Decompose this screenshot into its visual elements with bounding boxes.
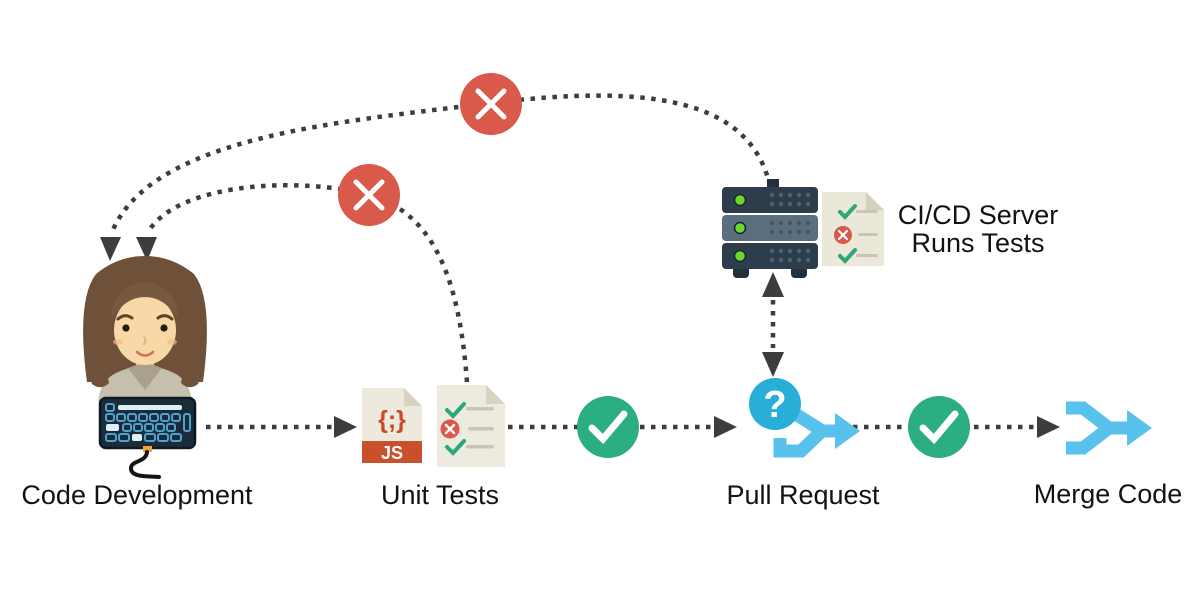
- x-glyph: [475, 88, 507, 120]
- fail-marker-server-path: [460, 73, 522, 135]
- face: [114, 295, 176, 365]
- server-vents-2: [769, 220, 811, 235]
- arrowhead-to-merge: [1037, 416, 1060, 438]
- connectors: [100, 93, 1060, 438]
- eye-left: [122, 324, 130, 332]
- question-circle: [749, 378, 801, 430]
- pull-request-label: Pull Request: [726, 480, 880, 510]
- eyebrow-left: [116, 314, 134, 321]
- doc-x-glyph: [837, 229, 849, 241]
- doc-check-2: [838, 248, 857, 264]
- fail-marker-unittests-path: [338, 164, 400, 226]
- cicd-server-label-line2: Runs Tests: [911, 228, 1044, 258]
- server-led-1: [733, 193, 747, 207]
- branch-merge-arrow-icon: [1066, 401, 1152, 455]
- connector-server-fail-to-dev: [109, 93, 773, 233]
- server-unit-1: [722, 187, 818, 213]
- pass-marker-pullrequest: [908, 396, 970, 458]
- check-circle-icon: [577, 396, 639, 458]
- js-file-fold: [404, 388, 422, 406]
- arrowhead-to-pr: [714, 416, 737, 438]
- check-glyph: [588, 410, 628, 445]
- node-pull-request: ?: [749, 378, 860, 458]
- arrowhead-down-to-pr: [762, 352, 784, 377]
- check-glyph: [919, 410, 959, 445]
- arrowhead-fail-right: [136, 237, 157, 261]
- test-results-document-icon: [437, 385, 505, 467]
- arrowhead-fail-left: [100, 237, 121, 261]
- doc-check-1: [445, 402, 466, 419]
- x-glyph: [353, 179, 385, 211]
- node-merge-code: [1066, 401, 1152, 455]
- js-file-icon: {;} JS: [362, 388, 422, 463]
- mouth: [135, 350, 155, 357]
- server-vents-1: [769, 192, 811, 207]
- pass-marker-unittests: [577, 396, 639, 458]
- connector-unittests-fail-to-dev: [146, 183, 470, 383]
- keyboard-cable: [129, 450, 161, 479]
- node-unit-tests: {;} JS: [362, 385, 505, 467]
- unit-tests-label: Unit Tests: [381, 480, 499, 510]
- js-symbol: {;}: [378, 406, 406, 434]
- cheek-right: [167, 339, 177, 345]
- js-badge: JS: [381, 443, 403, 463]
- check-circle-icon: [908, 396, 970, 458]
- server-unit-2: [722, 215, 818, 241]
- hair-bangs: [111, 282, 179, 320]
- node-code-development: [83, 256, 207, 479]
- hair-lock-left: [84, 292, 109, 388]
- arrowhead-to-unittests: [334, 416, 357, 438]
- shirt-collar: [128, 364, 162, 390]
- merge-arrowhead: [835, 413, 860, 449]
- keyboard-icon: [98, 396, 197, 479]
- cable-connector: [143, 446, 152, 452]
- doc-check-1: [838, 204, 857, 220]
- doc-check-2: [445, 439, 466, 456]
- server-led-2: [733, 221, 747, 235]
- server-led-3: [733, 249, 747, 263]
- test-results-document-icon: [822, 192, 884, 266]
- hair-lock-right: [181, 292, 206, 388]
- developer-avatar: [83, 256, 207, 402]
- doc-fold: [866, 192, 884, 210]
- question-glyph: ?: [763, 384, 786, 426]
- server-vents-3: [769, 248, 811, 263]
- cheek-left: [113, 339, 123, 345]
- merge-code-label: Merge Code: [1034, 479, 1183, 509]
- server-rack-icon: [722, 179, 818, 278]
- cicd-server-label-line1: CI/CD Server: [898, 200, 1059, 230]
- merge-arrowhead: [1127, 410, 1152, 446]
- js-banner: [362, 441, 422, 463]
- node-cicd-server: CI/CD Server Runs Tests: [722, 179, 1058, 278]
- question-mark-icon: ?: [749, 378, 801, 430]
- server-unit-3: [722, 243, 818, 269]
- eye-right: [160, 324, 168, 332]
- doc-fold: [486, 385, 505, 404]
- eyebrow-right: [156, 314, 174, 321]
- doc-x-glyph: [444, 423, 456, 435]
- nose: [143, 336, 147, 345]
- arrowhead-up-to-server: [762, 272, 784, 297]
- code-development-label: Code Development: [21, 480, 253, 510]
